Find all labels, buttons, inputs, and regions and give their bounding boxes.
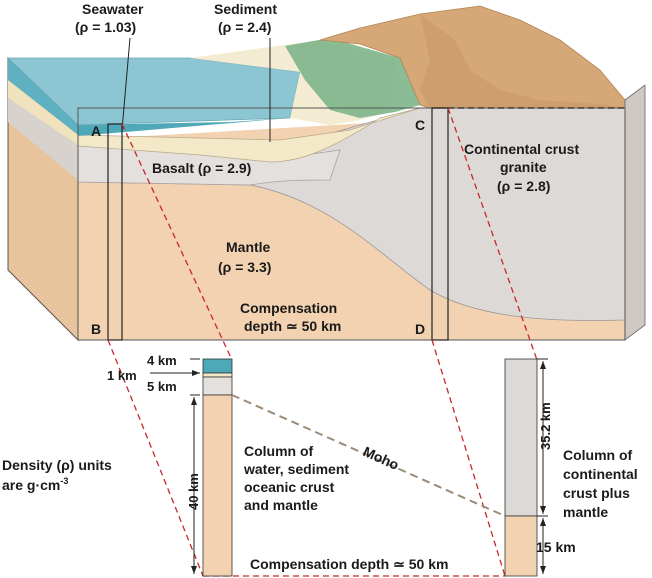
block-left-face-crust (8, 98, 78, 180)
oceanic-basalt (77, 144, 341, 186)
dim-35km: 35.2 km (538, 402, 553, 450)
cont-col-crust (504, 358, 538, 517)
ocean-column-outline (107, 123, 123, 341)
point-d-label: D (415, 321, 425, 337)
continental-density: (ρ = 2.8) (497, 178, 550, 194)
dim-15km: 15 km (536, 539, 576, 555)
ocean-col-line3: oceanic crust (244, 479, 335, 495)
block-diagram (7, 5, 646, 342)
sediment-title: Sediment (214, 1, 277, 17)
proj-ocean-right (121, 123, 233, 361)
seawater-title: Seawater (82, 1, 144, 17)
continental-line1: Continental crust (464, 141, 579, 157)
seawater-density: (ρ = 1.03) (75, 19, 136, 35)
continent-dimensions (537, 358, 548, 574)
point-b-label: B (91, 321, 101, 337)
basalt-label: Basalt (ρ = 2.9) (152, 160, 251, 176)
mountain-shading (420, 14, 625, 108)
block-left-face-sediment (8, 80, 78, 145)
seawater-front (78, 118, 290, 136)
density-units-line2: are g·cm-3 (2, 476, 68, 493)
ocean-col-water (202, 358, 233, 374)
density-units-line1: Density (ρ) units (2, 457, 112, 473)
seawater-pointer (121, 37, 131, 131)
cont-col-line1: Column of (563, 447, 633, 463)
ocean-col-line4: and mantle (244, 497, 318, 513)
compensation-line2: depth ≃ 50 km (244, 318, 341, 334)
compensation-line1: Compensation (240, 300, 337, 316)
ocean-col-mantle (202, 394, 233, 577)
proj-cont-right (447, 107, 538, 361)
block-front-outline (77, 107, 626, 341)
mountain-range (319, 5, 626, 109)
sediment-density: (ρ = 2.4) (218, 19, 271, 35)
mantle-density: (ρ = 3.3) (218, 259, 271, 275)
dim-1km: 1 km (107, 368, 137, 383)
projection-lines (107, 107, 538, 577)
moho-line (231, 394, 506, 517)
dim-4km: 4 km (147, 353, 177, 368)
vegetation-band (285, 38, 420, 118)
ocean-dimensions (150, 358, 200, 574)
block-left-face-water (8, 58, 78, 135)
proj-cont-left (431, 339, 506, 577)
point-a-label: A (91, 123, 101, 139)
dim-40km: 40 km (186, 473, 201, 510)
ocean-col-line2: water, sediment (243, 461, 349, 477)
continent-column (504, 358, 538, 577)
dim-5km: 5 km (147, 379, 177, 394)
bottom-comp-bg (246, 555, 486, 573)
cont-col-mantle (504, 515, 538, 577)
proj-ocean-left (107, 339, 204, 577)
moho-label: Moho (361, 443, 402, 473)
ocean-col-basalt (202, 376, 233, 396)
ocean-col-line1: Column of (244, 443, 314, 459)
continental-line2: granite (500, 159, 547, 175)
front-sediment (77, 107, 421, 163)
mantle-title: Mantle (226, 239, 271, 255)
ocean-column (202, 358, 233, 577)
bottom-comp-label: Compensation depth ≃ 50 km (250, 556, 448, 572)
point-c-label: C (415, 117, 425, 133)
cont-col-line3: crust plus (563, 485, 630, 501)
ocean-col-sediment (202, 372, 233, 378)
cont-col-line2: continental (563, 466, 638, 482)
cont-col-line4: mantle (563, 504, 608, 520)
block-right-face (624, 84, 646, 341)
density-units-exp: -3 (60, 476, 68, 486)
